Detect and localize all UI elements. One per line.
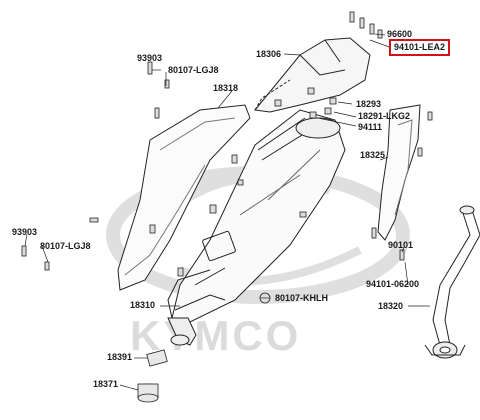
top-heat-shield [254, 37, 371, 113]
small-parts-bottom [137, 349, 168, 403]
label-18318: 18318 [213, 83, 239, 93]
label-80107-KHLH: 80107-KHLH [275, 293, 329, 303]
left-heat-shield [117, 104, 251, 291]
leader-lines [24, 33, 430, 391]
exhaust-pipe [424, 205, 480, 359]
label-18320: 18320 [378, 301, 404, 311]
label-80107-LGJ8-bottom: 80107-LGJ8 [40, 241, 91, 251]
label-18310: 18310 [130, 300, 156, 310]
label-18293: 18293 [356, 99, 382, 109]
label-90101: 90101 [388, 240, 414, 250]
label-18325: 18325 [360, 150, 386, 160]
label-93903-top: 93903 [137, 53, 163, 63]
label-96600: 96600 [387, 29, 413, 39]
label-94101-LEA2-highlighted: 94101-LEA2 [389, 39, 451, 56]
right-heat-shield [377, 104, 421, 241]
fasteners [21, 11, 433, 304]
muffler-body [167, 109, 346, 323]
label-94111: 94111 [358, 122, 383, 132]
label-18391: 18391 [107, 352, 133, 362]
label-18306: 18306 [256, 49, 282, 59]
label-94101-06200: 94101-06200 [366, 279, 420, 289]
label-18371: 18371 [93, 379, 119, 389]
label-80107-LGJ8-top: 80107-LGJ8 [168, 65, 219, 75]
label-93903-bottom: 93903 [12, 227, 38, 237]
label-18291-LKG2: 18291-LKG2 [358, 111, 411, 121]
muffler-outlet [167, 317, 197, 346]
